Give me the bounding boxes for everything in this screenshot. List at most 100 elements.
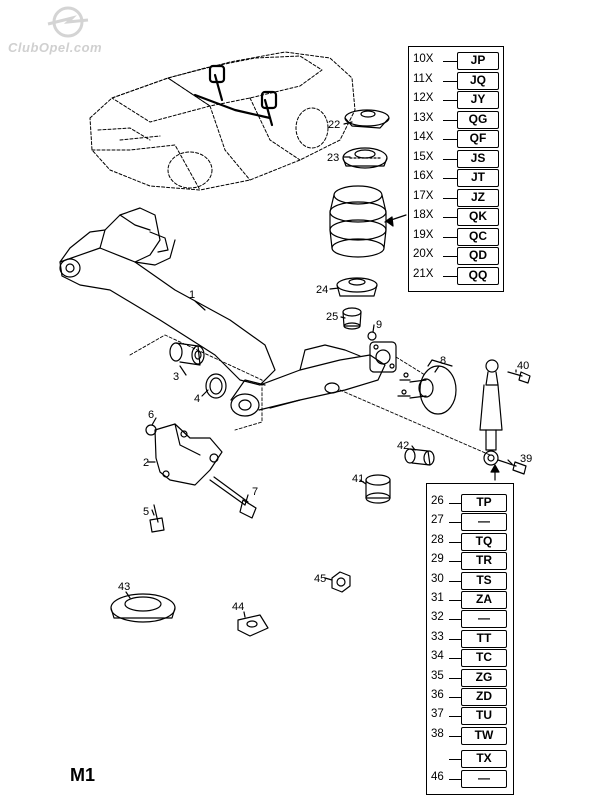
bump-stop-part-25 <box>342 307 362 330</box>
code-row-quantity: 27 <box>431 514 444 527</box>
spring-seat-part-23 <box>342 147 388 169</box>
code-row-code: JP <box>457 52 499 70</box>
code-row-leader <box>449 638 461 640</box>
callout-2: 2 <box>143 457 149 469</box>
code-row-leader <box>449 580 461 582</box>
code-row-code: TP <box>461 494 507 512</box>
code-row-leader <box>443 256 457 257</box>
code-row-code: QD <box>457 247 499 265</box>
code-row-code: — <box>461 769 507 788</box>
code-row-leader <box>449 716 461 718</box>
code-row-quantity: 11X <box>413 72 433 85</box>
bushing-part-42 <box>404 448 435 466</box>
code-row-code: QG <box>457 110 499 129</box>
code-row: 11X JQ <box>409 71 503 90</box>
code-row-code: ZA <box>461 591 507 609</box>
code-row-leader <box>443 61 457 62</box>
ring-part-4 <box>205 373 227 399</box>
lower-seat-part-24 <box>336 277 378 297</box>
code-row-quantity: 46 <box>431 770 444 783</box>
code-row-code: QC <box>457 227 499 246</box>
code-row-leader <box>449 735 461 737</box>
code-row-code: TS <box>461 571 507 590</box>
code-row-leader <box>443 139 457 140</box>
rubber-mount-part-41 <box>365 474 391 504</box>
bracket-part-2 <box>154 423 223 486</box>
shock-absorber <box>479 359 503 466</box>
code-row-code: JQ <box>457 71 499 90</box>
code-row-quantity: 12X <box>413 92 434 104</box>
code-row-quantity: 29 <box>431 553 444 566</box>
code-row-leader <box>443 197 457 199</box>
code-row-leader <box>449 778 461 780</box>
bolt-part-40 <box>507 371 531 384</box>
car-outline <box>89 51 356 191</box>
code-row-quantity: 26 <box>431 495 444 507</box>
plate-part-44 <box>237 614 269 637</box>
callout-5: 5 <box>143 506 149 518</box>
code-row-code: ZG <box>461 668 507 687</box>
code-row-leader <box>443 100 457 101</box>
washer-part-43 <box>110 593 176 623</box>
callout-24: 24 <box>316 284 328 296</box>
callout-7: 7 <box>252 486 258 498</box>
bolt-part-5 <box>149 504 165 533</box>
callout-3: 3 <box>173 371 179 383</box>
code-row-quantity: 14X <box>413 131 434 143</box>
callout-41: 41 <box>352 473 364 485</box>
code-row-quantity: 16X <box>413 170 434 182</box>
callout-23: 23 <box>327 152 339 164</box>
bolt-part-39 <box>497 459 527 475</box>
code-row-leader <box>443 158 457 160</box>
code-row: 32 — <box>427 610 513 629</box>
callout-40: 40 <box>517 360 529 372</box>
nut-part-45 <box>331 571 351 593</box>
callout-43: 43 <box>118 581 130 593</box>
code-row-leader <box>449 561 461 563</box>
code-row-code: ZD <box>461 688 507 706</box>
code-row-code: — <box>461 610 507 629</box>
code-row: 46aTX <box>427 750 513 769</box>
callout-45: 45 <box>314 573 326 585</box>
opel-logo-icon <box>47 6 89 38</box>
code-row-leader <box>443 217 457 218</box>
code-row-code: QK <box>457 208 499 226</box>
code-row-code: JT <box>457 169 499 187</box>
code-row-leader <box>443 275 457 277</box>
bushing-part-3 <box>169 342 205 366</box>
code-row-leader <box>449 677 461 679</box>
code-row: 26 TP <box>427 494 513 512</box>
code-row-code: TW <box>461 726 507 745</box>
code-row-quantity: 21X <box>413 267 434 280</box>
callout-44: 44 <box>232 601 244 613</box>
code-row-quantity: 10X <box>413 53 434 65</box>
code-row-code: JS <box>457 149 499 168</box>
code-row-leader <box>449 619 461 621</box>
code-row: 46 — <box>427 769 513 788</box>
axle-beam <box>59 207 397 417</box>
nut-part-6 <box>145 424 157 436</box>
coil-spring <box>329 185 387 258</box>
code-row-quantity: 17X <box>413 189 434 202</box>
code-row-code: — <box>461 513 507 532</box>
code-row-quantity: 34 <box>431 650 444 663</box>
code-row-quantity: 32 <box>431 611 444 624</box>
nut-part-9 <box>367 331 377 341</box>
code-row-leader <box>449 541 461 543</box>
